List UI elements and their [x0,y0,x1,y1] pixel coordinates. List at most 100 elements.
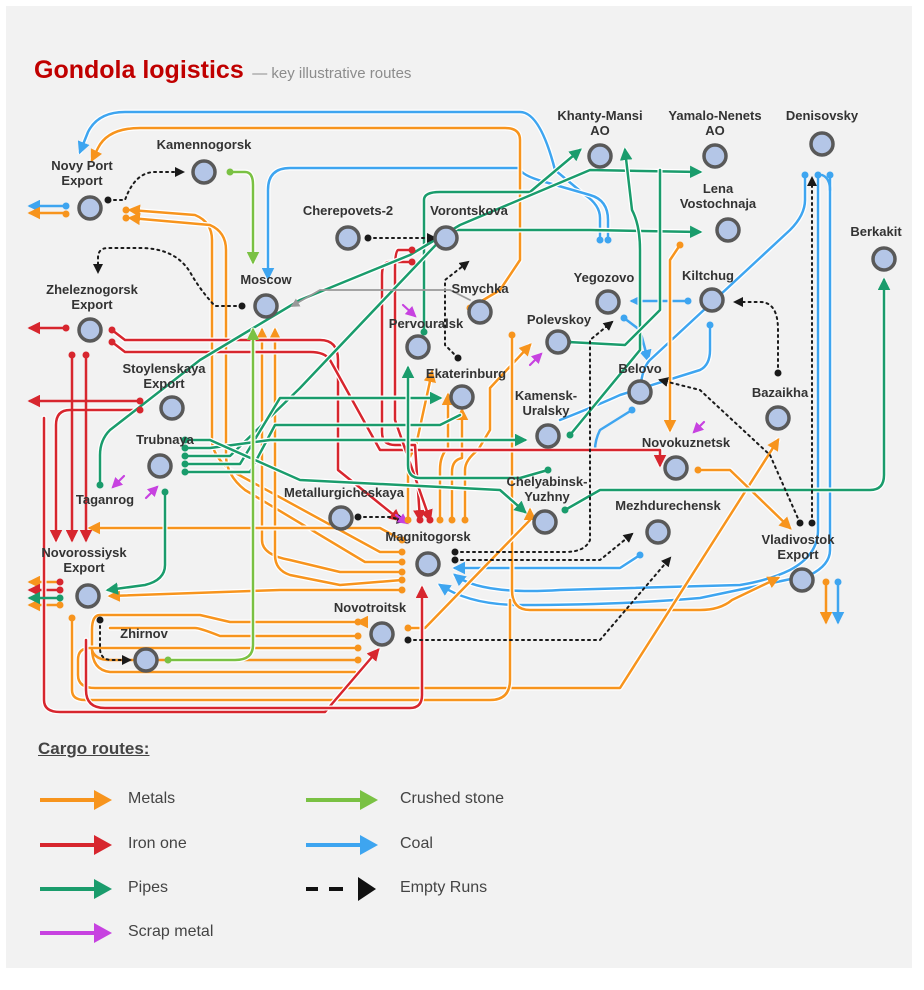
station-khanty-mansi[interactable]: Khanty-Mansi AO [557,108,643,169]
station-zhirnov[interactable]: Zhirnov [120,626,169,673]
station-metallurgicheskaya[interactable]: Metallurgicheskaya [284,485,405,531]
station-label-line2: Yuzhny [524,489,570,504]
route-dot [436,516,444,524]
route-dot [62,210,70,218]
station-label-line1: Belovo [618,361,661,376]
scrap-metal-routes [111,303,706,525]
station-pervouralsk[interactable]: Pervouralsk [389,316,464,360]
route-dot [398,576,406,584]
crushed-stone-route-line [228,170,260,265]
crushed-stone-route-line [227,169,256,265]
station-smychka[interactable]: Smychka [451,281,509,325]
station-denisovsky[interactable]: Denisovsky [786,108,859,157]
iron-ore-route-line [110,328,402,522]
route-dot [706,321,714,329]
route-dot [56,586,64,594]
station-label-line1: Novorossiysk [41,545,127,560]
coal-route-line [437,173,832,607]
metals-route-line [90,126,522,310]
legend-label-iron-ore: Iron one [128,835,187,852]
station-chelyabinsk-yuzhny[interactable]: Chelyabinsk- Yuzhny [507,474,588,535]
metals-route-line [406,507,537,630]
station-marker [369,621,395,647]
station-label-line1: Chelyabinsk- [507,474,588,489]
station-marker [663,455,689,481]
station-label-line2: AO [590,123,610,138]
grey-route-line [290,289,471,307]
station-lena-vostochnaja[interactable]: Lena Vostochnaja [680,181,757,243]
empty-run-line [107,167,185,201]
route-dot [451,548,459,556]
station-kamensk-uralsky[interactable]: Kamensk- Uralsky [515,388,577,449]
route-dot [68,614,76,622]
route-dot [181,468,189,476]
station-marker [595,289,621,315]
station-berkakit[interactable]: Berkakit [850,224,902,272]
legend-arrow-coal [306,835,378,855]
station-belovo[interactable]: Belovo [618,361,662,405]
station-kiltchug[interactable]: Kiltchug [682,268,734,313]
pipes-route-line [183,391,443,466]
station-zheleznogorsk[interactable]: Zheleznogorsk Export [46,282,139,343]
route-dot [404,516,412,524]
station-marker [532,509,558,535]
station-novokuznetsk[interactable]: Novokuznetsk [642,435,731,481]
route-dot [181,452,189,460]
route-dot [566,431,574,439]
iron-ore-route-line [49,408,142,543]
station-magnitogorsk[interactable]: Magnitogorsk [385,529,471,577]
station-stoylenskaya[interactable]: Stoylenskaya Export [122,361,206,421]
route-dot [181,436,189,444]
legend-label-pipes: Pipes [128,879,169,896]
station-label-line1: Bazaikha [752,385,809,400]
station-novy-port[interactable]: Novy Port Export [51,158,113,221]
station-polevskoy[interactable]: Polevskoy [527,312,592,355]
station-label-line1: Zhirnov [120,626,168,641]
station-novotroitsk[interactable]: Novotroitsk [334,600,407,647]
station-label-line1: Moscow [240,272,292,287]
route-dot [426,516,434,524]
pipes-route-line [98,165,703,487]
station-ekaterinburg[interactable]: Ekaterinburg [426,366,506,410]
station-novorossiysk[interactable]: Novorossiysk Export [41,545,127,609]
route-dot [544,466,552,474]
station-marker [467,299,493,325]
station-vorontskova[interactable]: Vorontskova [430,203,509,251]
station-marker [535,423,561,449]
station-marker [335,225,361,251]
metals-route-line [108,626,360,638]
station-marker [77,317,103,343]
station-trubnaya[interactable]: Trubnaya [136,432,195,479]
station-bazaikha[interactable]: Bazaikha [752,385,809,431]
station-yegozovo[interactable]: Yegozovo [574,270,635,315]
station-label-line1: Novy Port [51,158,113,173]
metals-route-line [90,613,368,674]
station-label-line1: Kamensk- [515,388,577,403]
station-moscow[interactable]: Moscow [240,272,293,319]
route-dot [181,444,189,452]
station-label-line1: Lena [703,181,734,196]
scrap-route-arrow [692,420,706,434]
station-kamennogorsk[interactable]: Kamennogorsk [157,137,252,185]
metals-route-line [268,327,404,587]
route-dot [628,406,636,414]
legend-label-crushed-stone: Crushed stone [400,790,505,807]
station-marker [433,225,459,251]
station-marker [789,567,815,593]
station-marker [809,131,835,157]
station-cherepovets[interactable]: Cherepovets-2 [303,203,393,251]
station-yamalo-nenets[interactable]: Yamalo-Nenets AO [668,108,762,169]
route-dot [136,397,144,405]
coal-route-line [453,173,820,593]
station-vladivostok[interactable]: Vladivostok Export [762,532,836,593]
station-marker [765,405,791,431]
route-dot [561,506,569,514]
station-taganrog[interactable]: Taganrog [76,492,134,507]
station-label-line2: Export [71,297,113,312]
route-dot [416,516,424,524]
station-marker [715,217,741,243]
metals-route-line [510,333,781,612]
station-mezhdurechensk[interactable]: Mezhdurechensk [615,498,722,545]
